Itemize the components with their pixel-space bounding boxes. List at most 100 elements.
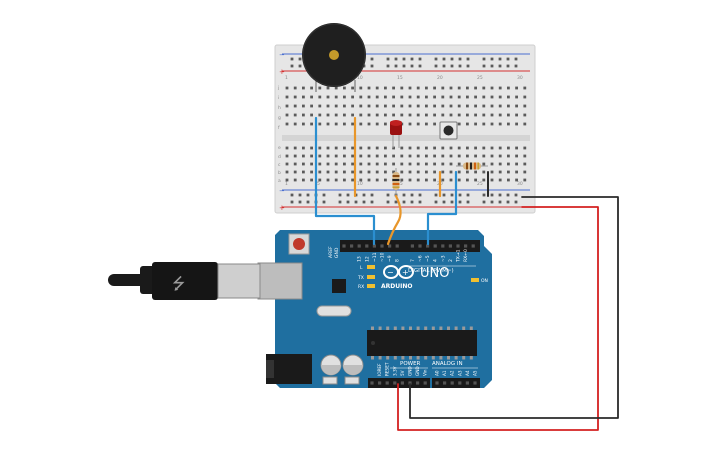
digital-pin-label: 13 [357,256,363,262]
rail-hole [450,200,454,204]
usb-interface-chip [332,279,346,293]
header-pin[interactable] [418,244,422,248]
header-pin[interactable] [350,244,354,248]
breadboard-hole [310,113,313,117]
header-pin[interactable] [448,244,452,248]
header-pin[interactable] [416,381,420,385]
header-pin[interactable] [357,244,361,248]
reset-button[interactable] [293,238,305,250]
header-pin[interactable] [365,244,369,248]
rail-hole [418,200,422,204]
breadboard-hole [343,104,346,108]
digital-pin-label: 7 [410,259,416,262]
breadboard-hole [425,95,428,99]
header-pin[interactable] [388,244,392,248]
rail-hole [490,57,494,61]
header-pin[interactable] [464,244,468,248]
pushbutton[interactable] [439,121,458,140]
header-pin[interactable] [473,381,477,385]
header-pin[interactable] [385,381,389,385]
led-rx [367,284,375,288]
header-pin[interactable] [435,381,439,385]
header-pin[interactable] [471,244,475,248]
breadboard-hole [318,178,322,182]
header-pin[interactable] [370,381,374,385]
breadboard-hole [482,113,486,117]
red-led[interactable] [390,120,402,148]
wire-led-to-pin10[interactable] [386,194,402,246]
header-pin[interactable] [456,244,460,248]
digital-pin-label: ~11 [372,252,378,262]
row-letter: c [278,163,281,168]
wire-5v-to-rail[interactable] [397,206,599,431]
usb-b-jack [257,262,303,300]
rail-hole [442,57,446,61]
breadboard-hole [515,146,518,150]
led-l [367,265,375,269]
header-pin[interactable] [441,244,445,248]
analog-pin-label: A0 [435,370,440,376]
rail-hole [298,57,302,61]
header-pin[interactable] [400,381,404,385]
header-pin[interactable] [458,381,462,385]
header-pin[interactable] [380,244,384,248]
breadboard-hole [408,113,412,117]
rail-hole [434,64,438,68]
breadboard-hole [466,86,469,90]
led-tx-label: TX [357,275,364,281]
header-pin[interactable] [410,244,414,248]
breadboard-hole [482,178,486,182]
breadboard-hole [285,178,289,182]
breadboard-hole [293,146,297,150]
header-pin[interactable] [423,381,427,385]
button-resistor[interactable] [456,162,488,170]
breadboard-hole [490,170,494,174]
header-pin[interactable] [372,244,376,248]
header-pin[interactable] [426,244,430,248]
breadboard-hole [515,154,518,158]
header-pin[interactable] [443,381,447,385]
wire-button-to-digital[interactable] [426,170,458,246]
breadboard-hole [285,95,289,99]
breadboard-hole [343,86,346,90]
header-pin[interactable] [393,381,397,385]
led-resistor[interactable] [392,168,400,196]
rail-hole [498,57,502,61]
header-pin[interactable] [450,381,454,385]
header-pin[interactable] [408,381,412,385]
rail-hole [450,57,454,61]
breadboard-hole [351,113,354,117]
rail-hole [370,57,374,61]
breadboard-hole [490,122,494,126]
pushbutton-cap[interactable] [443,125,454,136]
breadboard-hole [408,154,412,158]
breadboard-hole [425,86,428,90]
breadboard-hole [507,146,510,150]
breadboard-hole [334,95,338,99]
row-letter: d [278,154,281,160]
breadboard-hole [523,162,527,166]
header-pin[interactable] [378,381,382,385]
header-pin[interactable] [433,244,437,248]
rail-hole [466,57,470,61]
chip-pin [439,356,443,360]
breadboard-hole [375,95,379,99]
wire-gnd-to-rail[interactable] [409,196,619,419]
chip-pin [469,326,473,330]
wire-buzzer-to-pin12[interactable] [314,116,376,246]
breadboard-hole [416,146,420,150]
breadboard-hole [400,146,404,150]
breadboard-hole [384,170,387,174]
rail-hole [386,57,390,61]
piezo-buzzer[interactable] [302,23,366,92]
breadboard-hole [326,154,330,158]
header-pin[interactable] [465,381,469,385]
header-pin[interactable] [395,244,399,248]
breadboard-hole [482,154,486,158]
header-pin[interactable] [342,244,346,248]
breadboard-hole [498,104,502,108]
rail-hole [370,200,374,204]
